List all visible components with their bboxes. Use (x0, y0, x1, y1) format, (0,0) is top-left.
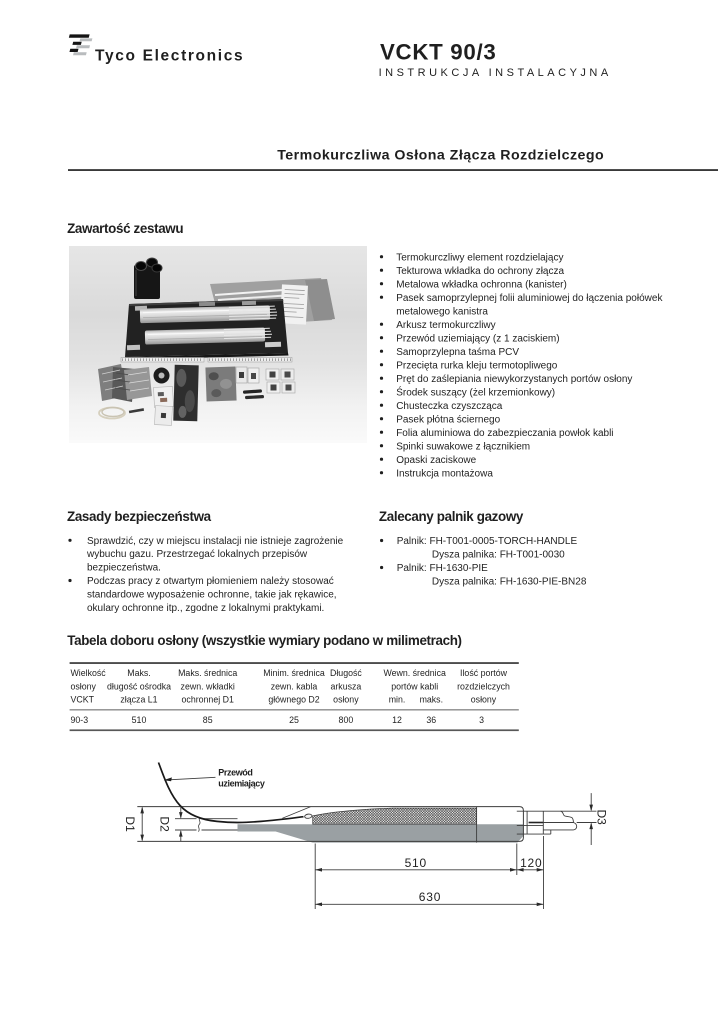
svg-text:zewn. kabla: zewn. kabla (271, 681, 318, 691)
svg-text:Pasek płótna ściernego: Pasek płótna ściernego (396, 414, 500, 425)
svg-text:rozdzielczych: rozdzielczych (457, 681, 510, 691)
svg-text:metalowego kanistra: metalowego kanistra (396, 306, 488, 317)
svg-text:Środek suszący (żel krzemionko: Środek suszący (żel krzemionkowy) (396, 385, 555, 398)
svg-text:Folia aluminiowa do zabezpiecz: Folia aluminiowa do zabezpieczania powło… (396, 428, 613, 439)
svg-text:D3: D3 (595, 810, 609, 826)
svg-text:Długość: Długość (330, 668, 362, 678)
svg-text:Palnik: FH-T001-0005-TORCH-HAN: Palnik: FH-T001-0005-TORCH-HANDLE (397, 536, 578, 547)
svg-text:bezpieczeństwa.: bezpieczeństwa. (87, 563, 161, 574)
svg-text:85: 85 (203, 715, 213, 725)
svg-text:12: 12 (392, 715, 402, 725)
svg-text:800: 800 (339, 715, 354, 725)
svg-text:36: 36 (426, 715, 436, 725)
svg-text:Opaski zaciskowe: Opaski zaciskowe (396, 455, 476, 466)
svg-text:uziemiający: uziemiający (218, 779, 265, 789)
svg-text:Wielkość: Wielkość (71, 668, 107, 678)
svg-text:Metalowa wkładka ochronna (kan: Metalowa wkładka ochronna (kanister) (396, 279, 567, 290)
svg-text:630: 630 (419, 890, 441, 904)
svg-text:Arkusz termokurczliwy: Arkusz termokurczliwy (396, 320, 495, 331)
svg-text:standardowe wyposażenie ochron: standardowe wyposażenie ochronne, takie … (87, 589, 337, 600)
svg-text:3: 3 (479, 715, 484, 725)
svg-text:510: 510 (132, 715, 147, 725)
svg-text:510: 510 (405, 856, 427, 870)
svg-text:zewn. wkładki: zewn. wkładki (181, 681, 235, 691)
svg-text:Minim. średnica: Minim. średnica (263, 668, 325, 678)
svg-text:osłony: osłony (471, 695, 497, 705)
svg-text:Termokurczliwy element rozdzie: Termokurczliwy element rozdzielający (396, 252, 563, 263)
svg-text:Pasek samoprzylepnej folii alu: Pasek samoprzylepnej folii aluminiowej d… (396, 293, 663, 304)
svg-text:min.: min. (389, 695, 406, 705)
svg-text:Palnik: FH-1630-PIE: Palnik: FH-1630-PIE (397, 563, 488, 574)
svg-text:maks.: maks. (420, 695, 443, 705)
svg-text:długość ośrodka: długość ośrodka (107, 681, 171, 691)
svg-text:25: 25 (289, 715, 299, 725)
svg-text:okulary ochronne itp., zgodne: okulary ochronne itp., zgodne z lokalnym… (87, 603, 324, 614)
svg-text:120: 120 (520, 856, 542, 870)
svg-text:Tabela doboru osłony (wszystki: Tabela doboru osłony (wszystkie wymiary … (67, 633, 461, 648)
svg-text:Tyco Electronics: Tyco Electronics (95, 48, 244, 65)
svg-text:Zalecany palnik gazowy: Zalecany palnik gazowy (379, 509, 524, 524)
svg-text:Maks. średnica: Maks. średnica (178, 668, 237, 678)
svg-text:złącza L1: złącza L1 (120, 695, 157, 705)
svg-text:Chusteczka czyszcząca: Chusteczka czyszcząca (396, 401, 503, 412)
svg-text:głównego D2: głównego D2 (268, 695, 319, 705)
svg-text:Zawartość zestawu: Zawartość zestawu (67, 221, 183, 236)
svg-text:Spinki suwakowe z łącznikiem: Spinki suwakowe z łącznikiem (396, 441, 530, 452)
svg-text:Ilość portów: Ilość portów (460, 668, 508, 678)
svg-text:INSTRUKCJA INSTALACYJNA: INSTRUKCJA INSTALACYJNA (379, 67, 612, 79)
svg-text:arkusza: arkusza (330, 681, 361, 691)
svg-text:portów kabli: portów kabli (391, 681, 438, 691)
svg-text:Samoprzylepna taśma PCV: Samoprzylepna taśma PCV (396, 347, 519, 358)
svg-text:Przewód: Przewód (218, 768, 252, 778)
svg-text:D1: D1 (123, 816, 137, 832)
svg-text:VCKT 90/3: VCKT 90/3 (380, 40, 496, 65)
svg-text:Termokurczliwa Osłona Złącza R: Termokurczliwa Osłona Złącza Rozdzielcze… (277, 148, 604, 164)
svg-text:90-3: 90-3 (71, 715, 89, 725)
svg-text:Pręt do zaślepiania niewykorzy: Pręt do zaślepiania niewykorzystanych po… (396, 374, 632, 385)
svg-text:osłony: osłony (71, 681, 97, 691)
svg-text:Przecięta rurka kleju termotop: Przecięta rurka kleju termotopliwego (396, 360, 558, 371)
svg-text:Instrukcja montażowa: Instrukcja montażowa (396, 468, 493, 479)
svg-text:wybuchu gazu. Przestrzegać lok: wybuchu gazu. Przestrzegać lokalnych prz… (86, 549, 308, 560)
svg-text:Podczas pracy z otwartym płomi: Podczas pracy z otwartym płomieniem nale… (87, 576, 334, 587)
svg-text:VCKT: VCKT (71, 695, 95, 705)
svg-text:Przewód uziemiający (z 1 zacis: Przewód uziemiający (z 1 zaciskiem) (396, 333, 559, 344)
svg-text:D2: D2 (157, 816, 171, 832)
svg-text:osłony: osłony (333, 695, 359, 705)
svg-text:Maks.: Maks. (127, 668, 150, 678)
svg-text:Sprawdzić, czy w miejscu insta: Sprawdzić, czy w miejscu instalacji nie … (87, 536, 344, 547)
svg-text:Tekturowa wkładka do ochrony z: Tekturowa wkładka do ochrony złącza (396, 266, 564, 277)
svg-text:Wewn. średnica: Wewn. średnica (383, 668, 446, 678)
svg-text:Dysza palnika: FH-1630-PIE-BN2: Dysza palnika: FH-1630-PIE-BN28 (432, 577, 587, 588)
svg-text:Dysza palnika: FH-T001-0030: Dysza palnika: FH-T001-0030 (432, 550, 565, 561)
svg-text:Zasady bezpieczeństwa: Zasady bezpieczeństwa (67, 509, 212, 524)
svg-text:ochronnej D1: ochronnej D1 (182, 695, 234, 705)
